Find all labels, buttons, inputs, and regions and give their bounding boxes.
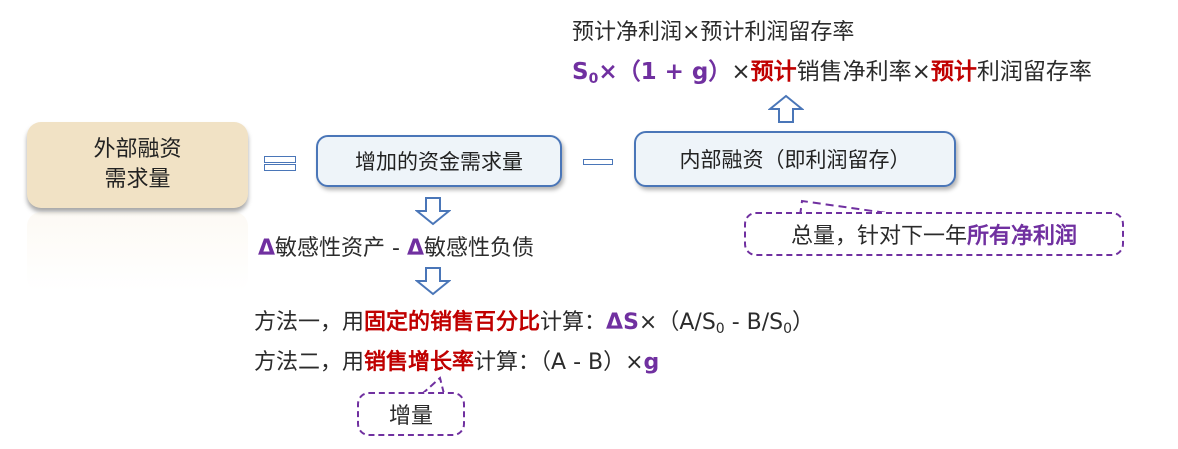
delta-symbol-2: Δ <box>406 236 424 261</box>
top-formula-line1: 预计净利润×预计利润留存率 <box>572 20 855 45</box>
subscript-0: 0 <box>783 321 793 337</box>
times-sign: × <box>731 59 751 85</box>
internal-financing-box: 内部融资（即利润留存） <box>634 131 956 187</box>
internal-financing-label: 内部融资（即利润留存） <box>679 148 911 172</box>
method-one-formula-a: ×（A/S <box>638 310 716 335</box>
method-one-calc: 计算： <box>540 310 607 335</box>
arrow-down-icon <box>415 266 451 296</box>
subscript-0: 0 <box>715 321 725 337</box>
increased-capital-demand-box: 增加的资金需求量 <box>316 135 562 187</box>
sensitive-delta-line: Δ敏感性资产 - Δ敏感性负债 <box>258 230 534 262</box>
method-one-prefix: 方法一，用 <box>254 310 365 335</box>
method-two-prefix: 方法二，用 <box>254 350 365 375</box>
box-reflection <box>27 212 248 292</box>
increased-capital-demand-label: 增加的资金需求量 <box>355 150 523 174</box>
sensitive-assets-text: 敏感性资产 - <box>275 236 407 261</box>
callout-pointer-total <box>798 198 918 222</box>
total-callout-text: 总量，针对下一年 <box>790 224 967 249</box>
s-symbol: S <box>572 59 589 85</box>
total-net-profit-callout: 总量，针对下一年所有净利润 <box>744 212 1124 256</box>
method-one-close: ） <box>792 310 815 335</box>
arrow-up-icon <box>768 94 804 124</box>
method-two-line: 方法二，用销售增长率计算：（A - B）×g <box>254 344 659 376</box>
growth-factor: ×（1 + g） <box>598 59 732 85</box>
method-one-line: 方法一，用固定的销售百分比计算：ΔS×（A/S0 - B/S0） <box>254 304 814 337</box>
external-financing-line1: 外部融资 <box>93 137 182 162</box>
net-margin-text: 销售净利率× <box>796 59 931 85</box>
forecast-emphasis-2: 预计 <box>930 59 977 85</box>
growth-rate-symbol: g <box>643 350 660 375</box>
method-one-formula-b: - B/S <box>724 310 784 335</box>
equals-sign-double <box>264 156 296 172</box>
method-two-calc: 计算：（A - B）× <box>474 350 644 375</box>
method-one-emphasis: 固定的销售百分比 <box>364 310 541 335</box>
increment-callout: 增量 <box>357 392 465 436</box>
sensitive-liabilities-text: 敏感性负债 <box>424 236 535 261</box>
callout-pointer-increment <box>420 374 450 400</box>
arrow-down-icon <box>415 196 451 226</box>
total-callout-emphasis: 所有净利润 <box>967 224 1078 249</box>
delta-s-symbol: ΔS <box>606 310 639 335</box>
external-financing-box: 外部融资 需求量 <box>27 122 248 208</box>
forecast-emphasis-1: 预计 <box>750 59 797 85</box>
s-subscript: 0 <box>588 71 599 87</box>
external-financing-line2: 需求量 <box>104 167 171 192</box>
method-two-emphasis: 销售增长率 <box>364 350 475 375</box>
minus-sign <box>583 159 613 165</box>
top-formula-line2: S0×（1 + g）×预计销售净利率×预计利润留存率 <box>572 52 1092 87</box>
increment-label: 增量 <box>388 404 433 429</box>
delta-symbol-1: Δ <box>258 236 276 261</box>
retention-rate-text: 利润留存率 <box>976 59 1092 85</box>
